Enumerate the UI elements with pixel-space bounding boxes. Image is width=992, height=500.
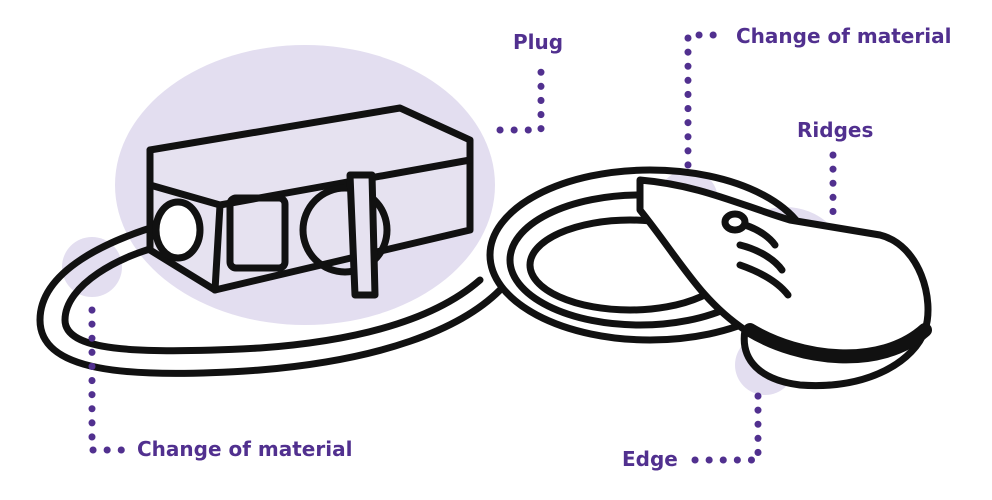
- plug-window: [226, 194, 289, 272]
- label-change-of-material-top: Change of material: [736, 24, 952, 48]
- change-top-leader: [684, 31, 724, 169]
- plug-knob: [299, 184, 391, 276]
- edge-leader: [691, 391, 762, 464]
- cable-left: [36, 221, 504, 377]
- label-edge: Edge: [622, 447, 678, 471]
- plug-collar: [152, 198, 204, 262]
- label-change-of-material-bottom: Change of material: [137, 437, 353, 461]
- label-ridges: Ridges: [797, 118, 874, 142]
- cable-left-highlight: [62, 237, 122, 297]
- label-plug: Plug: [513, 30, 564, 54]
- probe-head: [636, 176, 932, 390]
- plug-leader: [496, 66, 545, 134]
- change-bottom-leader: [88, 306, 129, 454]
- plug-lever: [346, 171, 379, 299]
